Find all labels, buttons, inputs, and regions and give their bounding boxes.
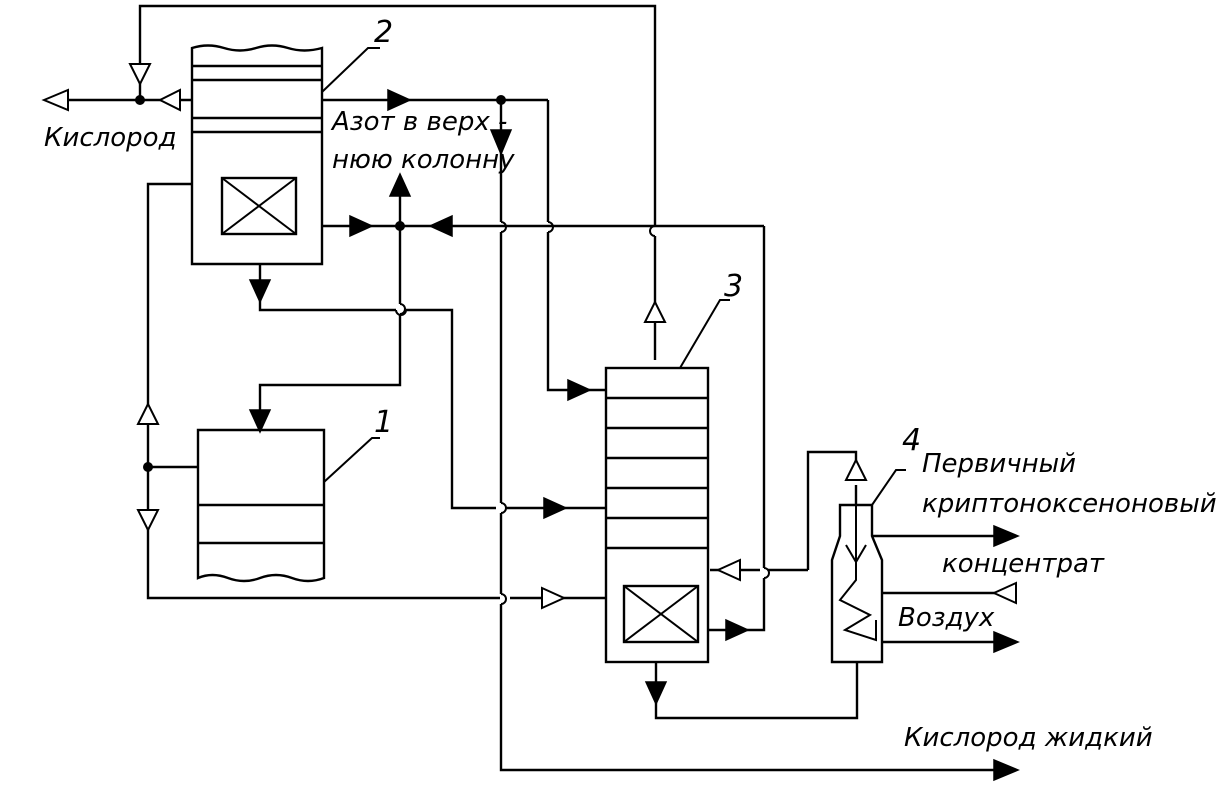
arrow-filled-right-col3-mid [543, 496, 568, 520]
arrow-open-left-col3 [715, 558, 741, 582]
label-oxygen: Кислород [44, 123, 177, 153]
label-nitrogen-line2: нюю колонну [332, 145, 515, 175]
arrow-open-left-air [991, 581, 1017, 605]
arrow-filled-right-hx2 [349, 214, 374, 238]
arrow-filled-right-air [993, 630, 1020, 654]
component-number-4: 4 [902, 423, 921, 458]
component-number-1: 1 [374, 405, 393, 440]
arrow-filled-down-col3 [644, 681, 668, 706]
arrow-open-down-left [136, 509, 160, 533]
arrow-filled-left-hx2 [428, 214, 453, 238]
heat-exchanger-2 [220, 176, 298, 236]
arrow-filled-right-hx3 [725, 618, 750, 642]
column-2 [190, 44, 324, 266]
heat-exchanger-3 [622, 584, 700, 644]
component-number-3: 3 [724, 269, 743, 304]
junction-dots [135, 95, 506, 472]
column-1 [196, 428, 326, 583]
text-labels: Кислород Азот в верх - нюю колонну Перви… [44, 15, 1217, 753]
arrow-filled-right-liquid-oxygen [993, 758, 1020, 782]
arrow-filled-down-col1 [248, 409, 272, 434]
arrow-open-oxygen-left [41, 88, 69, 112]
arrow-filled-right-nitrogen [387, 88, 412, 112]
arrow-open-right-bottom [541, 586, 567, 610]
arrow-filled-down-col2 [248, 279, 272, 304]
label-air: Воздух [898, 603, 995, 633]
arrow-filled-down-liquid [489, 129, 513, 156]
crossover-bumps [395, 221, 770, 605]
device-4 [830, 503, 884, 664]
label-liquid-oxygen: Кислород жидкий [904, 723, 1153, 753]
arrow-open-up-left [136, 401, 160, 425]
pipe-lines [60, 4, 1016, 772]
arrow-filled-right-concentrate [993, 524, 1020, 548]
arrow-filled-right-col3-top [567, 378, 592, 402]
label-primary-line1: Первичный [922, 449, 1076, 479]
arrow-filled-up-nitrogen [388, 172, 412, 197]
label-nitrogen-line1: Азот в верх - [330, 107, 507, 137]
label-primary-line3: концентрат [942, 549, 1105, 579]
arrow-open-oxygen-left-2 [157, 88, 181, 112]
flow-arrows [41, 63, 1020, 782]
column-3 [604, 366, 710, 664]
component-number-2: 2 [374, 15, 393, 50]
arrow-open-up-col3 [643, 299, 667, 323]
arrow-open-up-device4 [844, 457, 868, 481]
arrow-open-down [128, 63, 152, 87]
leader-lines [321, 47, 906, 506]
label-primary-line2: криптоноксеноновый [922, 489, 1217, 519]
